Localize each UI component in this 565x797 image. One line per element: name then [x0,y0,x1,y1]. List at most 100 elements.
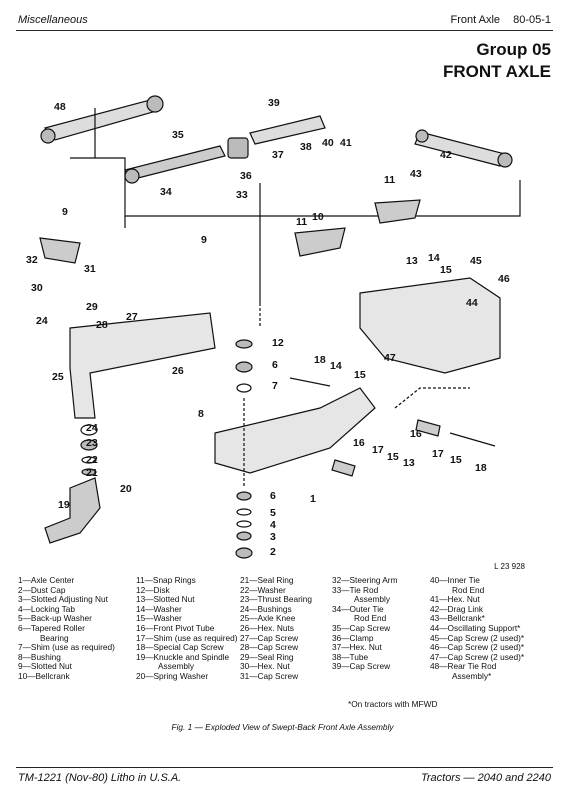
legend-entry: 13—Slotted Nut [136,594,195,605]
legend-entry: 8—Bushing [18,651,61,662]
legend-entry: 24—Bushings [240,603,292,614]
legend-entry: Assembly [158,661,194,672]
callout-label: 18 [314,354,326,366]
callout-label: 42 [440,149,452,161]
legend-entry: 6—Tapered Roller [18,622,85,633]
header-section-label: Miscellaneous [18,14,88,26]
callout-label: 16 [353,437,365,449]
legend-entry: 35—Cap Screw [332,622,391,633]
callout-label: 20 [120,483,132,495]
legend-entry: Assembly [354,594,390,605]
callout-label: 41 [340,137,352,149]
callout-label: 14 [330,360,342,372]
legend-entry: 48—Rear Tie Rod [430,661,497,672]
callout-label: 48 [54,101,66,113]
legend-entry: 30—Hex. Nut [240,661,290,672]
section-title: FRONT AXLE [443,62,551,81]
legend-entry: 10—Bellcrank [18,670,70,681]
callout-label: 24 [86,422,98,434]
legend-entry: 43—Bellcrank* [430,613,485,624]
drag-link-part [414,131,506,167]
legend-entry: 9—Slotted Nut [18,661,72,672]
callout-label: 25 [52,371,64,383]
callout-label: 17 [372,444,384,456]
callout-label: 39 [268,97,280,109]
diagram-parts [39,95,521,559]
callout-label: 22 [86,454,98,466]
footer-models: Tractors — 2040 and 2240 [420,772,551,784]
callout-label: 7 [272,380,278,392]
callout-label: 26 [172,365,184,377]
tube-part [249,115,326,145]
callout-label: 5 [270,507,276,519]
callout-label: 9 [62,206,68,218]
callout-label: 27 [126,311,138,323]
legend-entry: 23—Thrust Bearing [240,594,312,605]
legend-entry: 38—Tube [332,651,369,662]
legend-entry: 36—Clamp [332,632,374,643]
callout-label: 1 [310,493,316,505]
callout-label: 15 [450,454,462,466]
clamp-part [227,137,249,159]
oscillating-support-part [359,277,501,374]
callout-label: 6 [270,490,276,502]
legend-entry: 5—Back-up Washer [18,613,92,624]
axle-knee-part [69,312,216,419]
legend-entry: 14—Washer [136,603,182,614]
legend-entry: 22—Washer [240,584,286,595]
callout-label: 47 [384,352,396,364]
callout-label: 38 [300,141,312,153]
callout-label: 11 [384,174,395,186]
callout-label: 13 [406,255,418,267]
legend-entry: 29—Seal Ring [240,651,294,662]
legend-entry: 42—Drag Link [430,603,484,614]
legend-entry: 2—Dust Cap [18,584,66,595]
legend-entry: 4—Locking Tab [18,603,76,614]
legend-entry: 41—Hex. Nut [430,594,480,605]
callout-label: 43 [410,168,422,180]
legend-entry: 32—Steering Arm [332,575,398,585]
header-page-number: 80-05-1 [513,14,551,26]
outer-tie-rod-part [124,145,226,181]
callout-label: 13 [403,457,415,469]
bellcrank-part [39,237,81,264]
axle-center-part [214,387,376,474]
callout-label: 24 [36,315,48,327]
figure-caption: Fig. 1 — Exploded View of Swept-Back Fro… [171,722,394,732]
callout-label: 46 [498,273,510,285]
legend-entry: Rod End [452,584,485,595]
legend-entry: 17—Shim (use as required) [136,632,238,643]
legend-entry: 1—Axle Center [18,575,75,585]
header-rule [16,30,553,31]
legend-entry: 19—Knuckle and Spindle [136,651,230,662]
callout-label: 32 [26,254,38,266]
callout-label: 33 [236,189,248,201]
footer-publication: TM-1221 (Nov-80) Litho in U.S.A. [18,772,182,784]
callout-label: 3 [270,531,276,543]
callout-label: 44 [466,297,478,309]
legend-entry: 47—Cap Screw (2 used)* [430,651,525,662]
legend-entry: Rod End [354,613,387,624]
callout-label: 9 [201,234,207,246]
legend-entry: 45—Cap Screw (2 used)* [430,632,525,643]
callout-label: 21 [86,467,98,479]
header-section-title: Front Axle [450,14,501,26]
legend-entry: 40—Inner Tie [430,575,480,585]
callout-label: 12 [272,337,284,349]
legend-entry: 18—Special Cap Screw [136,642,224,653]
callout-label: 28 [96,319,108,331]
callout-label: 30 [31,282,43,294]
legend-entry: 44—Oscillating Support* [430,622,521,633]
figure-reference-number: L 23 928 [494,562,525,571]
legend-entry: 11—Snap Rings [136,575,196,585]
callout-label: 23 [86,437,98,449]
callout-label: 34 [160,186,172,198]
callout-label: 15 [440,264,452,276]
legend-entry: Assembly* [452,670,492,681]
callout-label: 40 [322,137,334,149]
callout-label: 15 [354,369,366,381]
